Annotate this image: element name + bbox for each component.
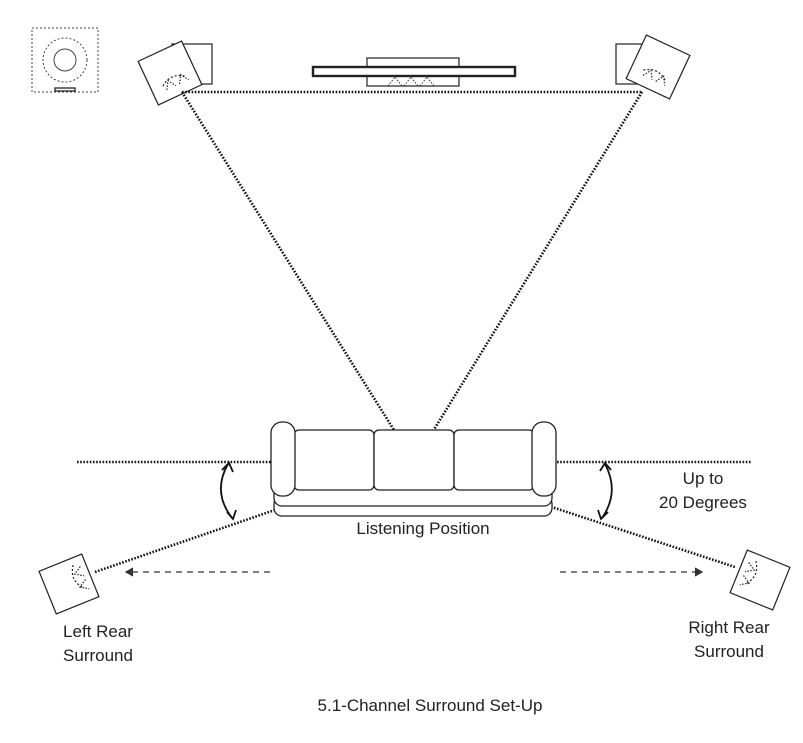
- diagram-caption: 5.1-Channel Surround Set-Up: [318, 696, 543, 715]
- angle-arrow-icon: [597, 461, 613, 521]
- right-rear-label-line2: Surround: [694, 642, 764, 661]
- left-rear-speaker-icon: [38, 553, 100, 615]
- right-rear-speaker-icon: [729, 549, 791, 611]
- angle-label-line2: 20 Degrees: [659, 493, 747, 512]
- right-rear-label-line1: Right Rear: [688, 618, 770, 637]
- dashed-arrow-icon: [560, 567, 704, 577]
- left-rear-label-line1: Left Rear: [63, 622, 133, 641]
- sofa-icon: [270, 421, 557, 517]
- center-speaker-icon: [311, 57, 517, 87]
- dashed-arrow-icon: [124, 567, 270, 577]
- angle-label-line1: Up to: [683, 469, 724, 488]
- listening-position-label: Listening Position: [356, 519, 489, 538]
- front-left-speaker-icon: [137, 40, 213, 106]
- front-right-speaker-icon: [615, 34, 691, 100]
- subwoofer-icon: [31, 27, 99, 93]
- left-rear-label-line2: Surround: [63, 646, 133, 665]
- angle-arrow-icon: [220, 461, 237, 521]
